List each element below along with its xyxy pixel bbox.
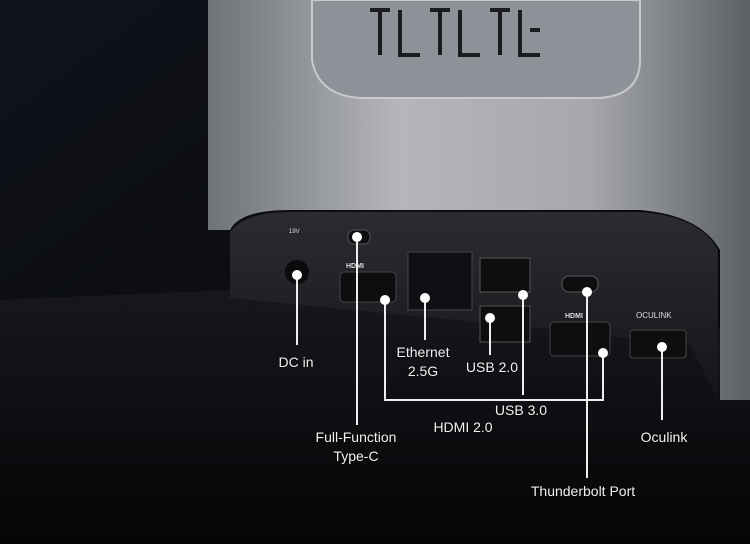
label-usb3: USB 3.0 <box>494 402 548 418</box>
label-type-c-line2: Type-C <box>333 448 379 464</box>
hdmi-marking-right: HDMI <box>565 313 583 320</box>
callout-line-hdmi <box>384 300 604 401</box>
label-ethernet-line2: 2.5G <box>407 363 439 379</box>
vent-pattern <box>370 8 540 57</box>
label-hdmi: HDMI 2.0 <box>433 419 493 435</box>
port-panel <box>230 212 718 400</box>
oculink-marking: OCULINK <box>636 311 672 320</box>
label-oculink: Oculink <box>640 429 688 445</box>
hdmi-port-right <box>549 321 611 357</box>
usb2-port <box>479 305 531 343</box>
ethernet-port <box>407 251 473 311</box>
label-thunderbolt: Thunderbolt Port <box>530 483 636 499</box>
usb3-port <box>479 257 531 293</box>
device-body <box>208 0 750 400</box>
label-ethernet: Ethernet 2.5G <box>397 343 450 381</box>
label-usb2: USB 2.0 <box>465 359 519 375</box>
label-type-c: Full-Function Type-C <box>316 428 397 466</box>
vent-panel <box>311 0 641 99</box>
thunderbolt-port <box>561 275 599 293</box>
label-ethernet-line1: Ethernet <box>396 344 450 360</box>
callout-dots <box>292 232 667 358</box>
label-type-c-line1: Full-Function <box>315 429 397 445</box>
hdmi-marking-left: HDMI <box>346 263 364 270</box>
hdmi-port-left <box>339 271 397 303</box>
dc-marking: 19V <box>289 229 300 235</box>
label-dc-in: DC in <box>278 354 314 370</box>
callout-lines <box>296 237 663 478</box>
